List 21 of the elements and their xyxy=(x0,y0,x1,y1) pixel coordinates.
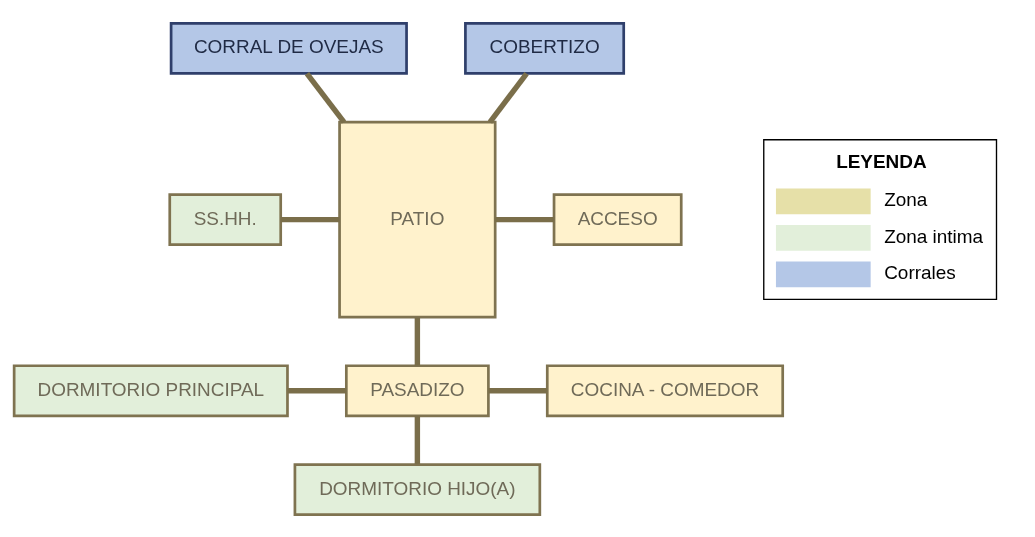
connector xyxy=(280,216,340,222)
legend-label: Corrales xyxy=(884,261,956,283)
connector xyxy=(287,387,346,393)
node-box: COBERTIZO xyxy=(464,21,626,75)
legend-label: Zona xyxy=(884,188,928,210)
node-box: DORMITORIO HIJO(A) xyxy=(293,462,542,516)
node-box: PATIO xyxy=(338,120,497,318)
connector xyxy=(414,415,421,464)
node-box: CORRAL DE OVEJAS xyxy=(169,21,408,75)
label: LEYENDA xyxy=(836,150,927,172)
node-box: ACCESO xyxy=(552,192,683,246)
connector xyxy=(414,317,421,366)
legend-label: Zona intima xyxy=(884,225,984,247)
node-box: PASADIZO xyxy=(344,363,490,417)
connector xyxy=(487,71,529,124)
connector xyxy=(304,71,347,124)
connector xyxy=(488,387,548,393)
node-box: COCINA - COMEDOR xyxy=(545,363,785,417)
node-box: SS.HH. xyxy=(168,192,283,246)
node-box: DORMITORIO PRINCIPAL xyxy=(12,363,289,417)
connector xyxy=(495,216,554,222)
